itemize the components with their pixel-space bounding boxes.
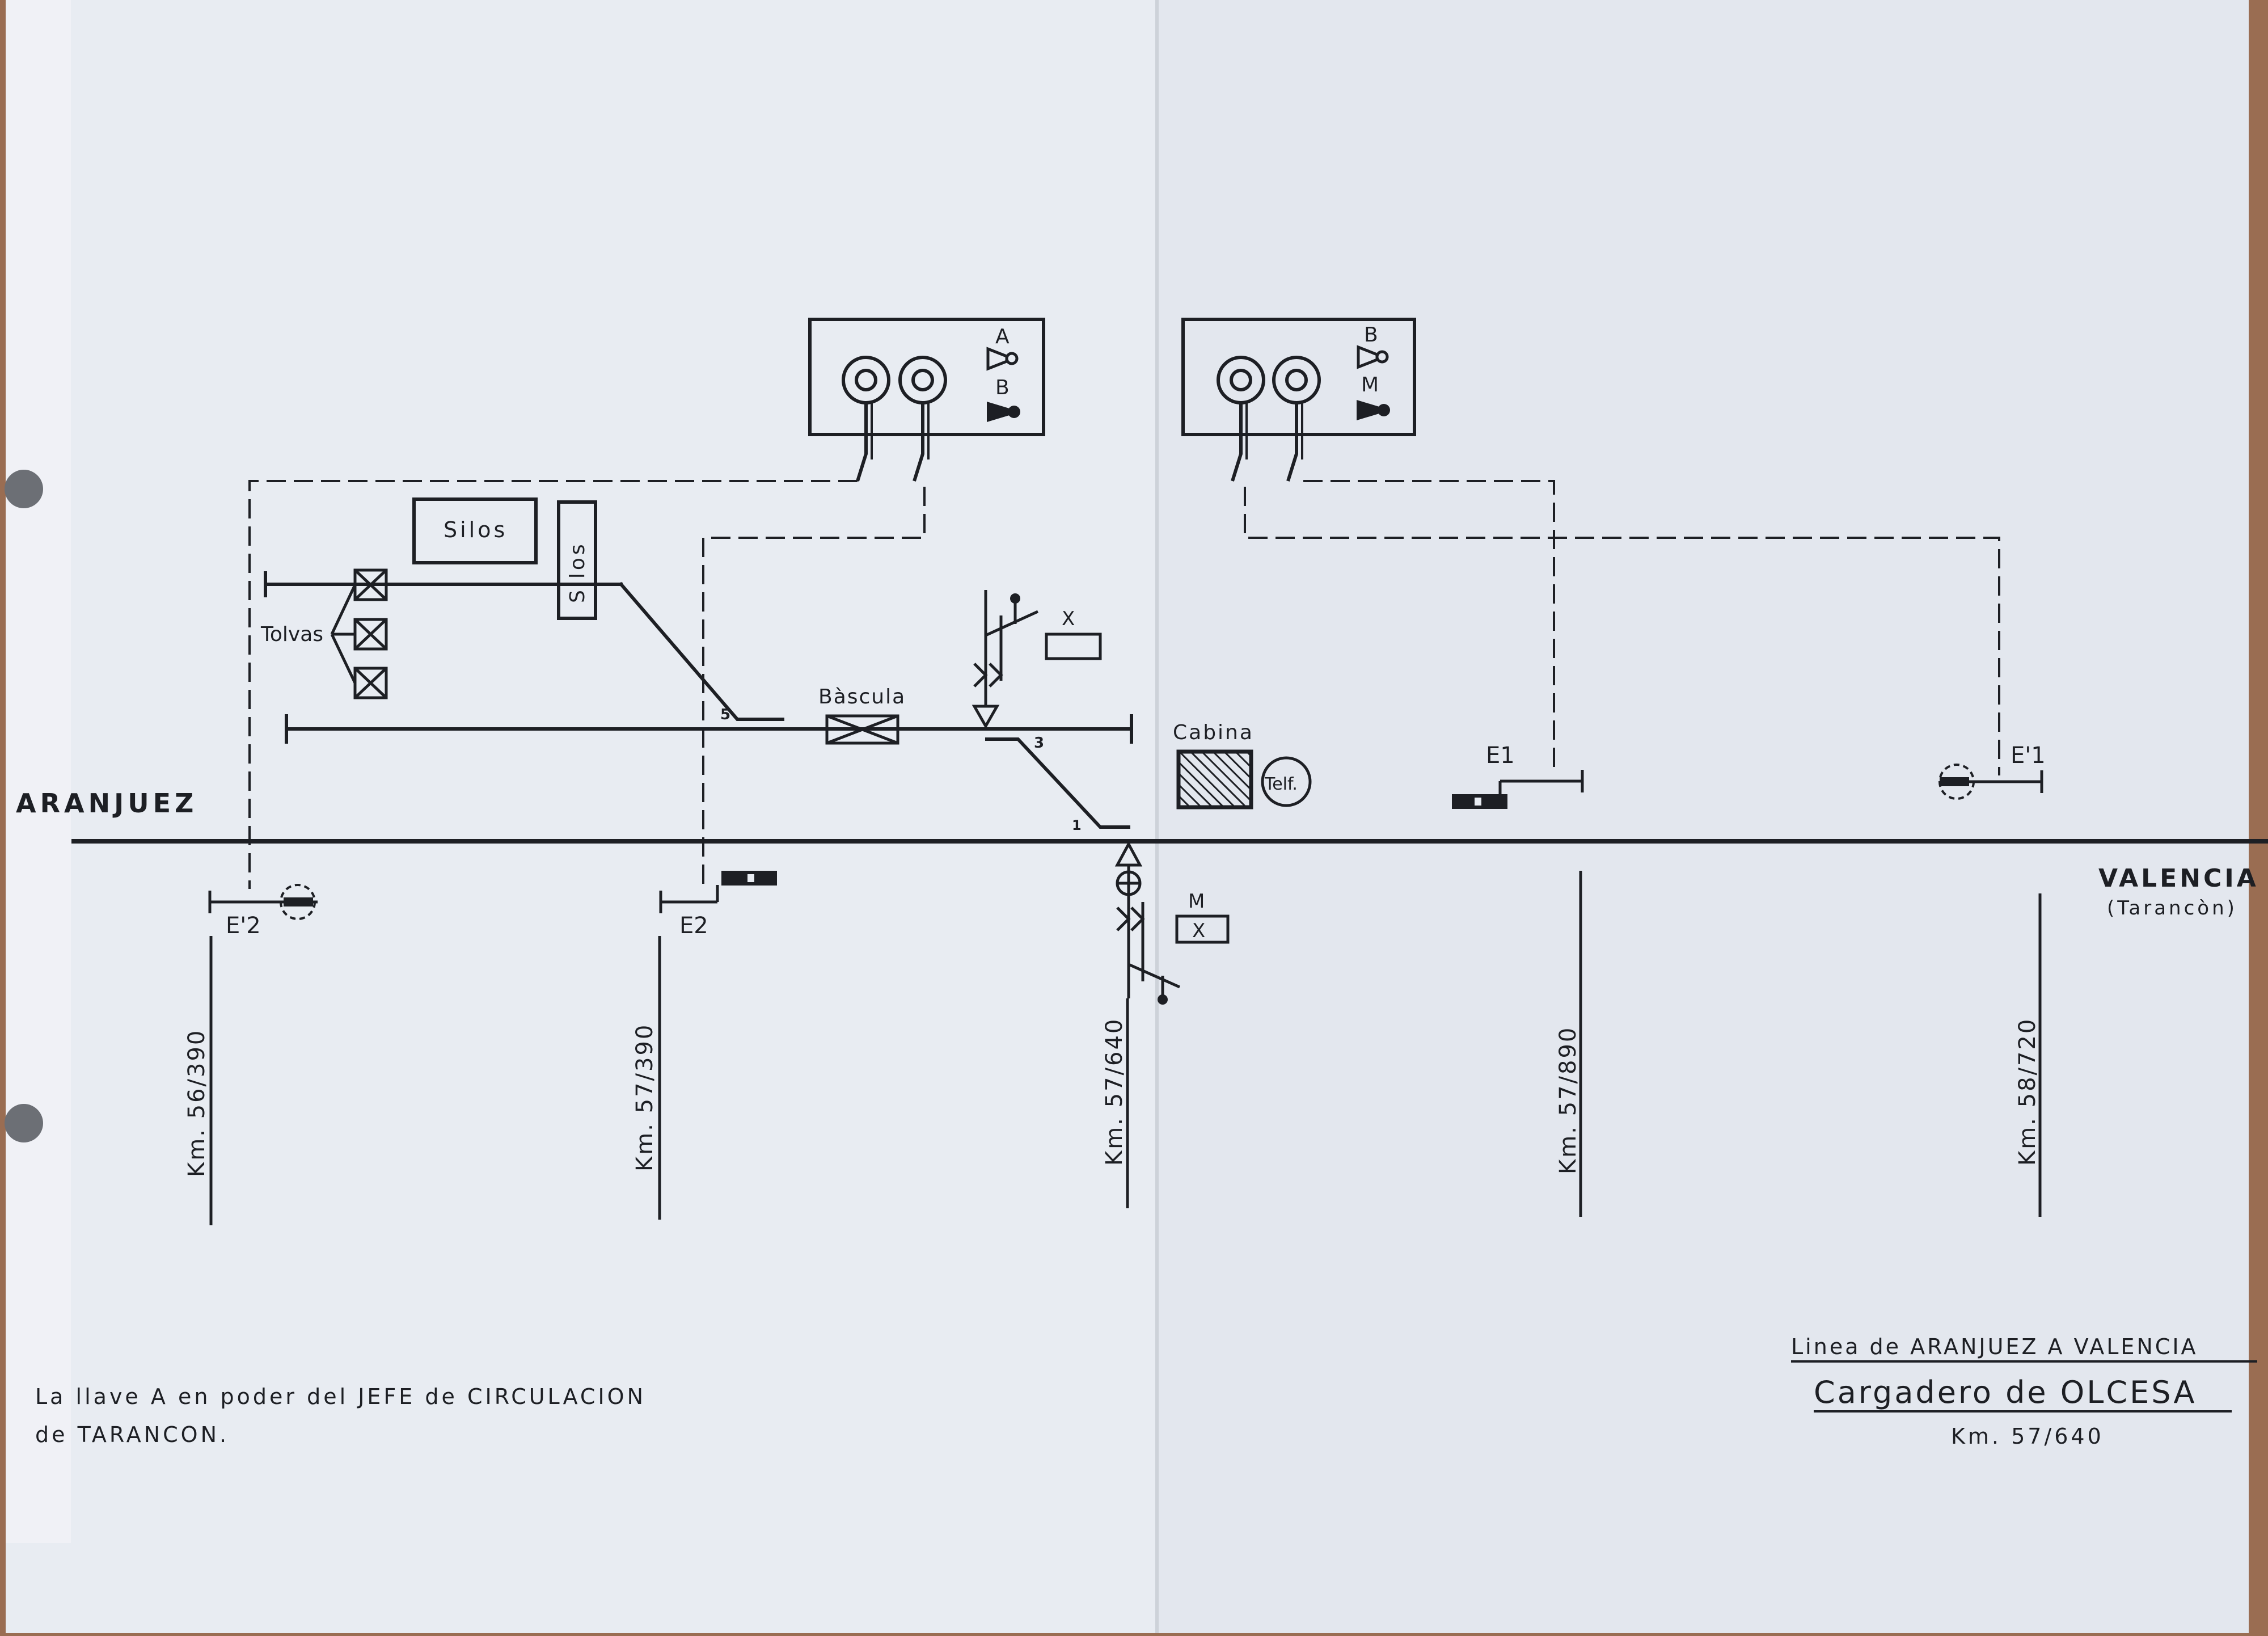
km-label-58-720: Km. 58/720 — [2014, 1018, 2041, 1166]
interlock-line-a — [248, 480, 858, 889]
km-label-57-890: Km. 57/890 — [1555, 1026, 1581, 1174]
origin-label-aranjuez: ARANJUEZ — [16, 788, 197, 819]
signal-e1 — [1452, 770, 1584, 809]
title-name: Cargadero de OLCESA — [1814, 1374, 2197, 1410]
signal-e2-prime — [208, 884, 318, 920]
silos-box-horizontal — [412, 497, 538, 564]
note-line-2: de TARANCON. — [35, 1422, 229, 1447]
silos-label-horizontal: Silos — [444, 517, 508, 542]
interlock-line-d — [1303, 480, 1555, 775]
tolvas-label: Tolvas — [260, 623, 323, 646]
signal-label-e2-prime: E'2 — [226, 913, 261, 939]
signal-e2 — [659, 871, 777, 913]
bascula-label: Bàscula — [818, 685, 906, 709]
tolvas-hoppers — [330, 568, 388, 699]
switch-number-5: 5 — [720, 706, 730, 723]
interlock-line-b — [702, 487, 926, 889]
cabina-hut — [1176, 749, 1253, 809]
punch-hole-bottom — [5, 1104, 43, 1142]
signal-label-e1-prime: E'1 — [2011, 743, 2046, 769]
punch-hole-top — [5, 470, 43, 508]
switch-3-1-curve — [985, 737, 1130, 829]
right-edge — [2249, 0, 2268, 1633]
km-marker-lines — [209, 871, 2042, 1225]
lock-left-2 — [898, 356, 947, 482]
key-panel-right — [1181, 318, 1416, 436]
lever-bottom-x-label: X — [1192, 920, 1205, 942]
telephone-circle — [1261, 756, 1312, 807]
lock-left-1 — [842, 356, 890, 482]
origin-label-tarancon: (Tarancòn) — [2107, 897, 2237, 920]
key-filled-icon-right — [1357, 400, 1390, 420]
signal-label-e2: E2 — [679, 913, 708, 939]
key-panel-left-top-label: A — [995, 325, 1010, 348]
key-panel-left-bottom-label: B — [995, 376, 1010, 399]
bascula-scale — [825, 714, 899, 745]
km-label-57-640: Km. 57/640 — [1101, 1018, 1127, 1166]
key-filled-icon-left — [987, 402, 1020, 422]
lever-bottom-knob — [1158, 994, 1168, 1005]
cabina-label: Cabina — [1173, 721, 1254, 744]
silos-box-vertical — [557, 500, 597, 620]
signal-e1-prime — [1938, 764, 2043, 800]
km-label-57-390: Km. 57/390 — [632, 1023, 658, 1171]
switch-5-curve — [618, 581, 784, 721]
title-km: Km. 57/640 — [1951, 1424, 2104, 1449]
lever-top-x-label: X — [1062, 608, 1075, 630]
switch-number-1: 1 — [1072, 817, 1082, 833]
ground-lever-bottom — [1114, 841, 1230, 1001]
key-open-icon-left — [986, 347, 1019, 371]
title-line: Linea de ARANJUEZ A VALENCIA — [1791, 1334, 2198, 1359]
lock-right-1 — [1217, 356, 1265, 482]
ground-lever-top — [972, 590, 1102, 730]
key-panel-right-top-label: B — [1364, 323, 1378, 347]
lever-bottom-m-label: M — [1188, 890, 1205, 913]
tape-strip — [6, 0, 71, 1543]
key-open-icon-right — [1357, 345, 1389, 369]
telephone-label: Telf. — [1264, 774, 1298, 794]
km-label-56-390: Km. 56/390 — [184, 1029, 210, 1177]
silos-label-vertical: Silos — [566, 541, 589, 603]
key-panel-right-bottom-label: M — [1361, 373, 1379, 397]
note-line-1: La llave A en poder del JEFE de CIRCULAC… — [35, 1384, 646, 1409]
lock-right-2 — [1272, 356, 1321, 482]
lever-top-knob — [1010, 593, 1020, 604]
signal-label-e1: E1 — [1486, 743, 1515, 769]
switch-number-3: 3 — [1034, 735, 1044, 752]
origin-label-valencia: VALENCIA — [2098, 864, 2259, 893]
key-panel-left — [808, 318, 1045, 436]
